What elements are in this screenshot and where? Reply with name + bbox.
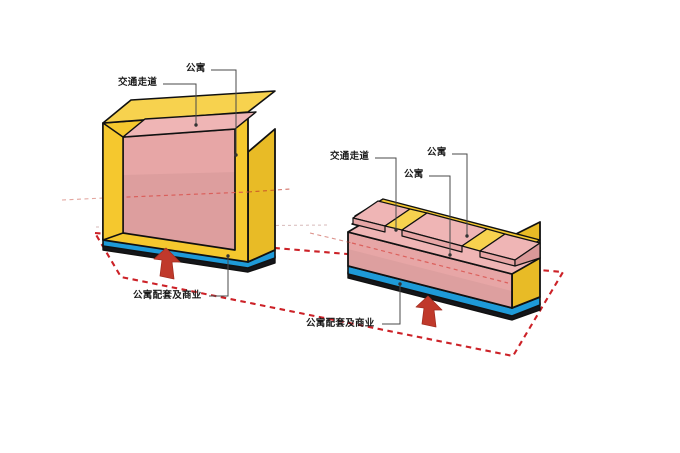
leader-corridor-left — [163, 83, 197, 125]
label-right-corridor: 交通走道 — [330, 151, 370, 162]
left-growth-arrow — [153, 247, 181, 280]
leader-podium-right — [382, 284, 401, 325]
leader-apartment-left — [211, 69, 237, 155]
label-left-corridor: 交通走道 — [118, 77, 158, 88]
leader-podium-left — [209, 256, 229, 297]
left-leader-lines — [163, 69, 238, 297]
leader-corridor-right — [375, 157, 397, 230]
left-apartment-pink — [61, 111, 291, 251]
right-growth-arrow — [415, 295, 443, 328]
label-right-apartment-1: 公寓 — [404, 169, 424, 180]
scheme-left-massing — [61, 69, 291, 297]
leader-apartment-right-1 — [429, 175, 451, 255]
leader-apartment-right-2 — [452, 153, 468, 236]
label-left-apartment: 公寓 — [186, 63, 206, 74]
label-right-podium: 公寓配套及商业 — [306, 318, 375, 329]
scheme-right-massing — [309, 153, 541, 328]
right-leader-lines — [375, 153, 469, 325]
label-right-apartment-2: 公寓 — [427, 147, 447, 158]
label-left-podium: 公寓配套及商业 — [133, 290, 202, 301]
left-corridor-jamb — [102, 122, 124, 241]
